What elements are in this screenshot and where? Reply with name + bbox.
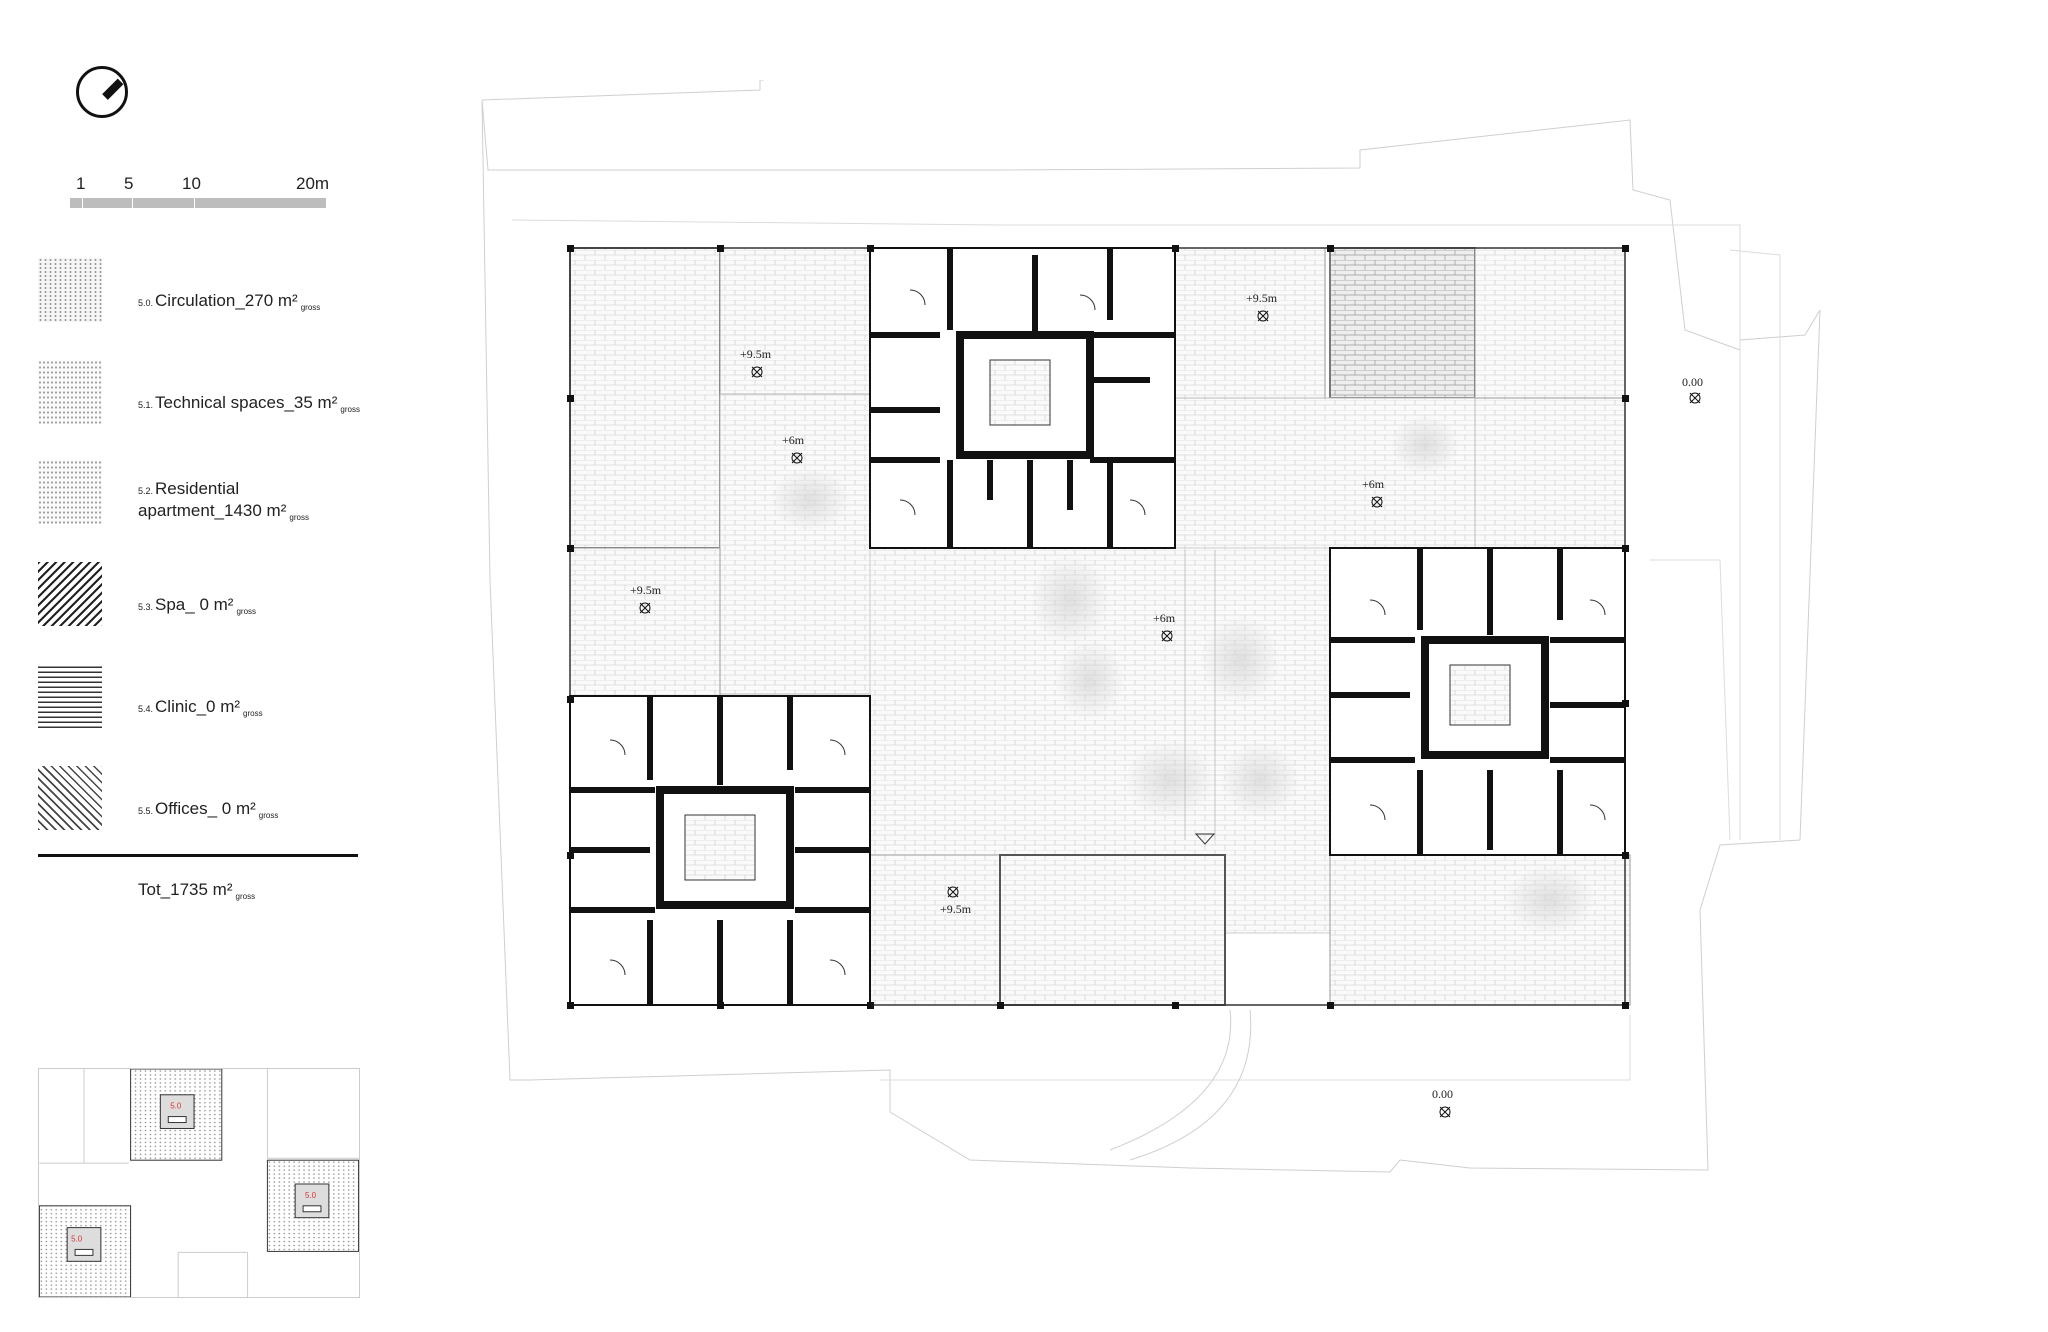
total-label: Tot_1735 m² (138, 880, 233, 899)
legend-num: 5.3. (138, 601, 154, 612)
level-marker: +9.5m (940, 886, 972, 916)
legend-label: Clinic_0 m² (155, 696, 241, 716)
level-label: +9.5m (740, 347, 772, 361)
legend-num: 5.5. (138, 805, 154, 816)
apartment-block-north (869, 247, 1176, 549)
apartment-block-west (569, 695, 871, 1006)
level-label: +6m (1153, 611, 1176, 625)
floor-plan: +9.5m +9.5m +6m +6m +9.5m +6m +9.5m 0.00… (481, 80, 1821, 1173)
legend-gross: gross (340, 405, 360, 414)
legend-swatch (38, 766, 102, 830)
level-marker: +6m (1362, 477, 1385, 508)
legend-gross: gross (236, 607, 257, 616)
scale-label: 10 (182, 174, 201, 193)
legend-num: 5.1. (138, 399, 154, 410)
level-label: +9.5m (1246, 291, 1278, 305)
scale-bar: 1 5 10 20m (70, 172, 330, 212)
level-label: +9.5m (630, 583, 662, 597)
level-label: +6m (1362, 477, 1385, 491)
key-label: 5.0 (170, 1102, 182, 1111)
legend-gross: gross (243, 709, 263, 718)
level-label: 0.00 (1432, 1087, 1453, 1101)
level-marker: +6m (782, 433, 805, 464)
legend-gross: gross (258, 811, 279, 820)
legend-gross: gross (289, 513, 309, 522)
total-divider (38, 854, 358, 857)
key-plan: 5.0 5.0 5.0 (38, 1068, 360, 1298)
key-label: 5.0 (305, 1191, 317, 1200)
legend-label: Residential (155, 478, 240, 498)
level-marker: +9.5m (740, 347, 772, 378)
apartment-block-east (1329, 547, 1626, 856)
legend-label: apartment_1430 m² (138, 500, 287, 520)
level-label: +9.5m (940, 902, 972, 916)
legend-swatch (38, 460, 102, 524)
scale-label: 5 (124, 174, 134, 193)
legend-swatch (38, 562, 102, 626)
legend-swatch (38, 664, 102, 728)
scale-label: 20m (296, 174, 330, 193)
legend-swatch (38, 360, 102, 424)
legend-num: 5.4. (138, 703, 154, 714)
north-arrow-icon (76, 66, 128, 118)
level-label: 0.00 (1682, 375, 1703, 389)
level-label: +6m (782, 433, 805, 447)
legend-swatch (38, 258, 102, 322)
legend-gross: gross (300, 303, 321, 312)
legend-num: 5.2. (138, 485, 154, 496)
legend-label: Spa_ 0 m² (155, 594, 234, 614)
key-label: 5.0 (71, 1234, 83, 1243)
level-marker: +6m (1153, 611, 1176, 642)
legend-label: Technical spaces_35 m² (155, 392, 338, 412)
level-marker: 0.00 (1432, 1087, 1453, 1118)
level-marker: 0.00 (1682, 375, 1703, 404)
legend-label: Circulation_270 m² (155, 290, 298, 310)
level-marker: +9.5m (630, 583, 662, 614)
legend-label: Offices_ 0 m² (155, 798, 256, 818)
scale-label: 1 (76, 174, 86, 193)
level-marker: +9.5m (1246, 291, 1278, 322)
legend-num: 5.0. (138, 297, 154, 308)
total-gross: gross (235, 892, 256, 902)
